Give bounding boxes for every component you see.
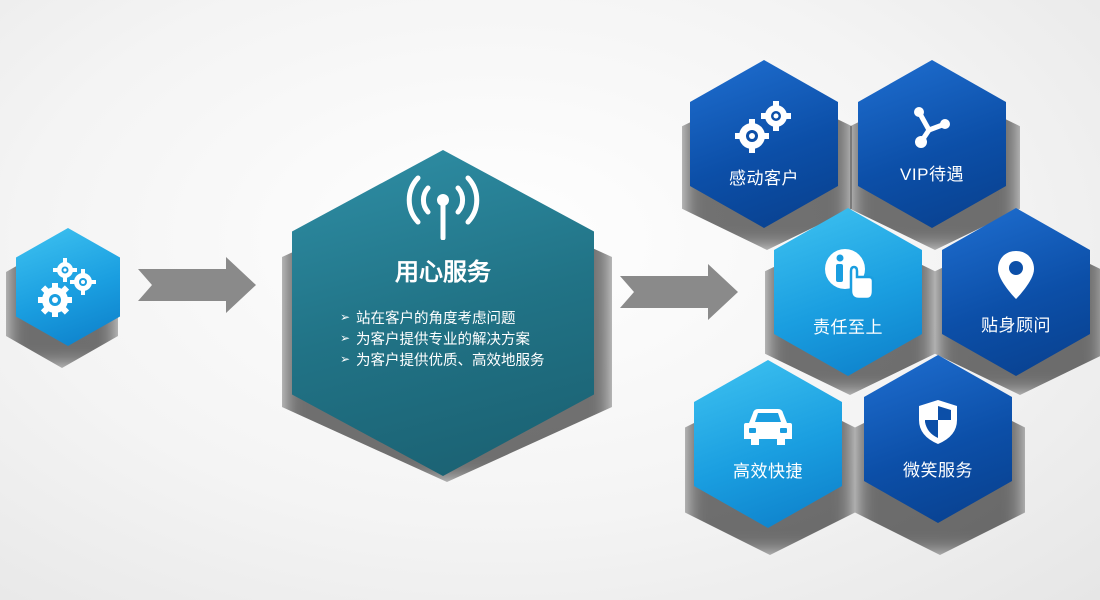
share-nodes-icon	[914, 106, 950, 148]
info-hand-icon	[825, 248, 875, 300]
gears-icon	[735, 100, 791, 153]
hex-responsibility-first: 责任至上	[774, 208, 922, 376]
hex-label: 微笑服务	[903, 460, 973, 480]
flow-arrow-1	[138, 257, 256, 313]
shield-icon	[919, 399, 957, 444]
bullet-item: 为客户提供专业的解决方案	[340, 330, 546, 351]
hex-efficient-fast: 高效快捷	[694, 360, 842, 528]
map-pin-icon	[998, 250, 1034, 299]
bullet-item: 为客户提供优质、高效地服务	[340, 351, 546, 372]
bullet-item: 站在客户的角度考虑问题	[340, 309, 546, 330]
hex-moving-customers: 感动客户	[690, 60, 838, 228]
hex-label: 高效快捷	[733, 461, 803, 481]
hex-smile-service: 微笑服务	[864, 355, 1012, 523]
hex-label: 责任至上	[813, 317, 883, 337]
car-icon	[744, 408, 792, 445]
hex-label: VIP待遇	[900, 164, 964, 184]
hex-label: 贴身顾问	[981, 315, 1051, 335]
signal-tower-icon	[406, 175, 480, 240]
gears-icon	[38, 258, 96, 317]
center-title: 用心服务	[395, 259, 491, 286]
center-bullet-list: 站在客户的角度考虑问题 为客户提供专业的解决方案 为客户提供优质、高效地服务	[340, 309, 546, 372]
flow-arrow-2	[620, 264, 738, 320]
center-service-hex: 用心服务 站在客户的角度考虑问题 为客户提供专业的解决方案 为客户提供优质、高效…	[292, 150, 594, 476]
hex-label: 感动客户	[729, 168, 799, 188]
hex-vip-treatment: VIP待遇	[858, 60, 1006, 228]
